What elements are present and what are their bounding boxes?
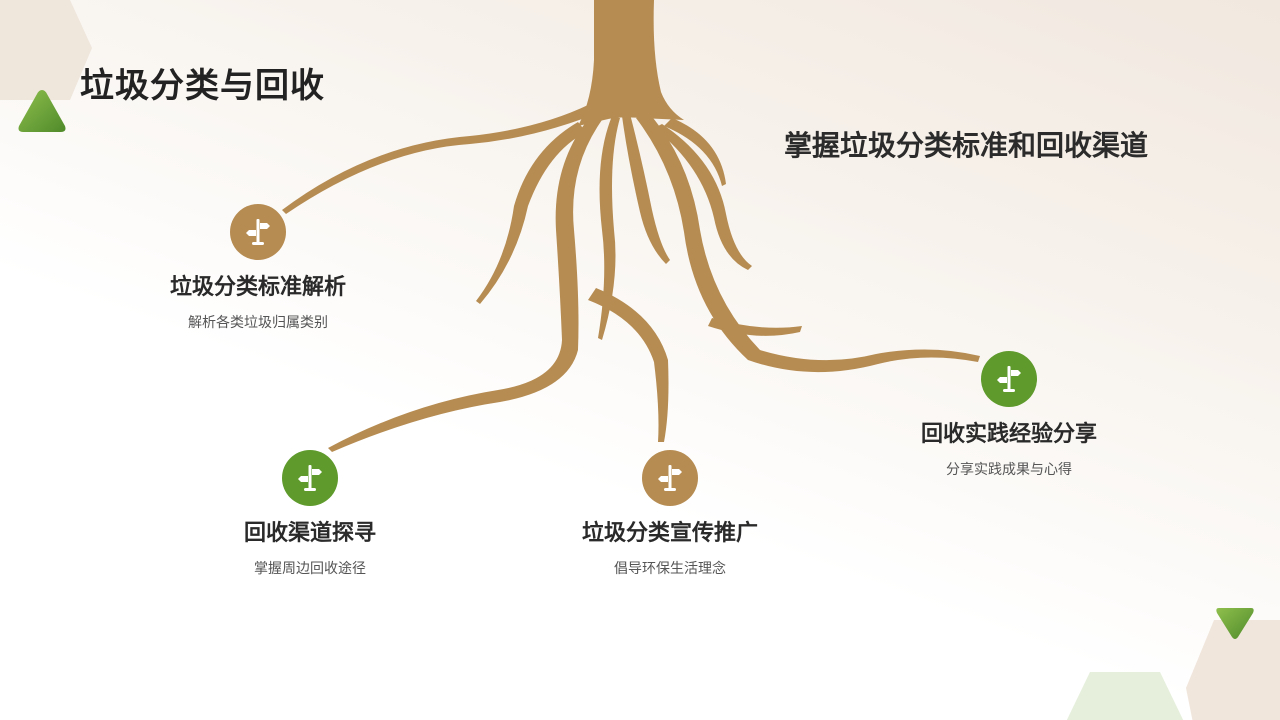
node-icon-badge	[981, 351, 1037, 407]
node-icon-badge	[282, 450, 338, 506]
node-title: 回收实践经验分享	[920, 422, 1097, 447]
signpost-icon	[997, 366, 1021, 392]
node-title: 垃圾分类宣传推广	[581, 521, 758, 546]
node-title: 垃圾分类标准解析	[169, 275, 346, 300]
page-title: 垃圾分类与回收	[80, 66, 325, 106]
bottom-right-hexagon-decor	[1186, 620, 1280, 720]
node-icon-badge	[230, 204, 286, 260]
node-icon-badge	[642, 450, 698, 506]
signpost-icon	[246, 219, 270, 245]
node-description: 倡导环保生活理念	[614, 561, 726, 577]
signpost-icon	[658, 465, 682, 491]
node-title: 回收渠道探寻	[243, 521, 376, 546]
page-subtitle: 掌握垃圾分类标准和回收渠道	[784, 129, 1149, 162]
node-description: 解析各类垃圾归属类别	[188, 315, 328, 331]
green-triangle-down-decor	[1216, 608, 1254, 639]
node-classification-standard: 垃圾分类标准解析 解析各类垃圾归属类别	[98, 204, 418, 332]
top-left-hexagon-decor	[0, 0, 92, 100]
node-recycling-channels: 回收渠道探寻 掌握周边回收途径	[150, 450, 470, 578]
signpost-icon	[298, 465, 322, 491]
node-practice-sharing: 回收实践经验分享 分享实践成果与心得	[849, 351, 1169, 479]
node-description: 掌握周边回收途径	[254, 561, 366, 577]
node-description: 分享实践成果与心得	[946, 462, 1072, 478]
bottom-green-hexagon-decor	[1066, 672, 1184, 720]
green-triangle-decor	[18, 90, 66, 132]
node-promotion: 垃圾分类宣传推广 倡导环保生活理念	[510, 450, 830, 578]
